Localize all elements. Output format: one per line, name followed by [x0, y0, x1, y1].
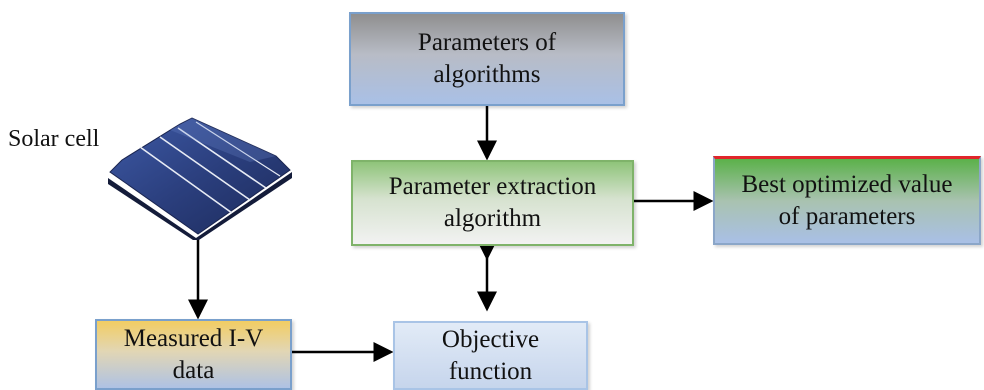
box-label-line: Parameters of — [417, 29, 557, 56]
parameter-extraction-algorithm-box: Parameter extraction algorithm — [351, 160, 634, 246]
box-label-line: Objective — [441, 325, 540, 353]
measured-iv-data-box: Measured I-V data — [95, 319, 292, 390]
box-label-line: algorithm — [443, 205, 542, 232]
box-label-line: Parameter extraction — [388, 173, 597, 200]
box-label-line: Measured I-V — [123, 324, 264, 352]
box-label-line: of parameters — [778, 203, 916, 230]
solar-cell-label: Solar cell — [8, 126, 100, 152]
parameters-of-algorithms-box: Parameters of algorithms — [349, 12, 625, 106]
box-label-line: Best optimized value — [741, 171, 953, 198]
best-optimized-value-box: Best optimized value of parameters — [713, 156, 981, 245]
objective-function-box: Objective function — [393, 321, 588, 390]
box-label-line: data — [172, 356, 215, 384]
box-label-line: algorithms — [433, 61, 541, 88]
solar-cell-image — [108, 117, 292, 240]
box-label-line: function — [448, 357, 533, 385]
